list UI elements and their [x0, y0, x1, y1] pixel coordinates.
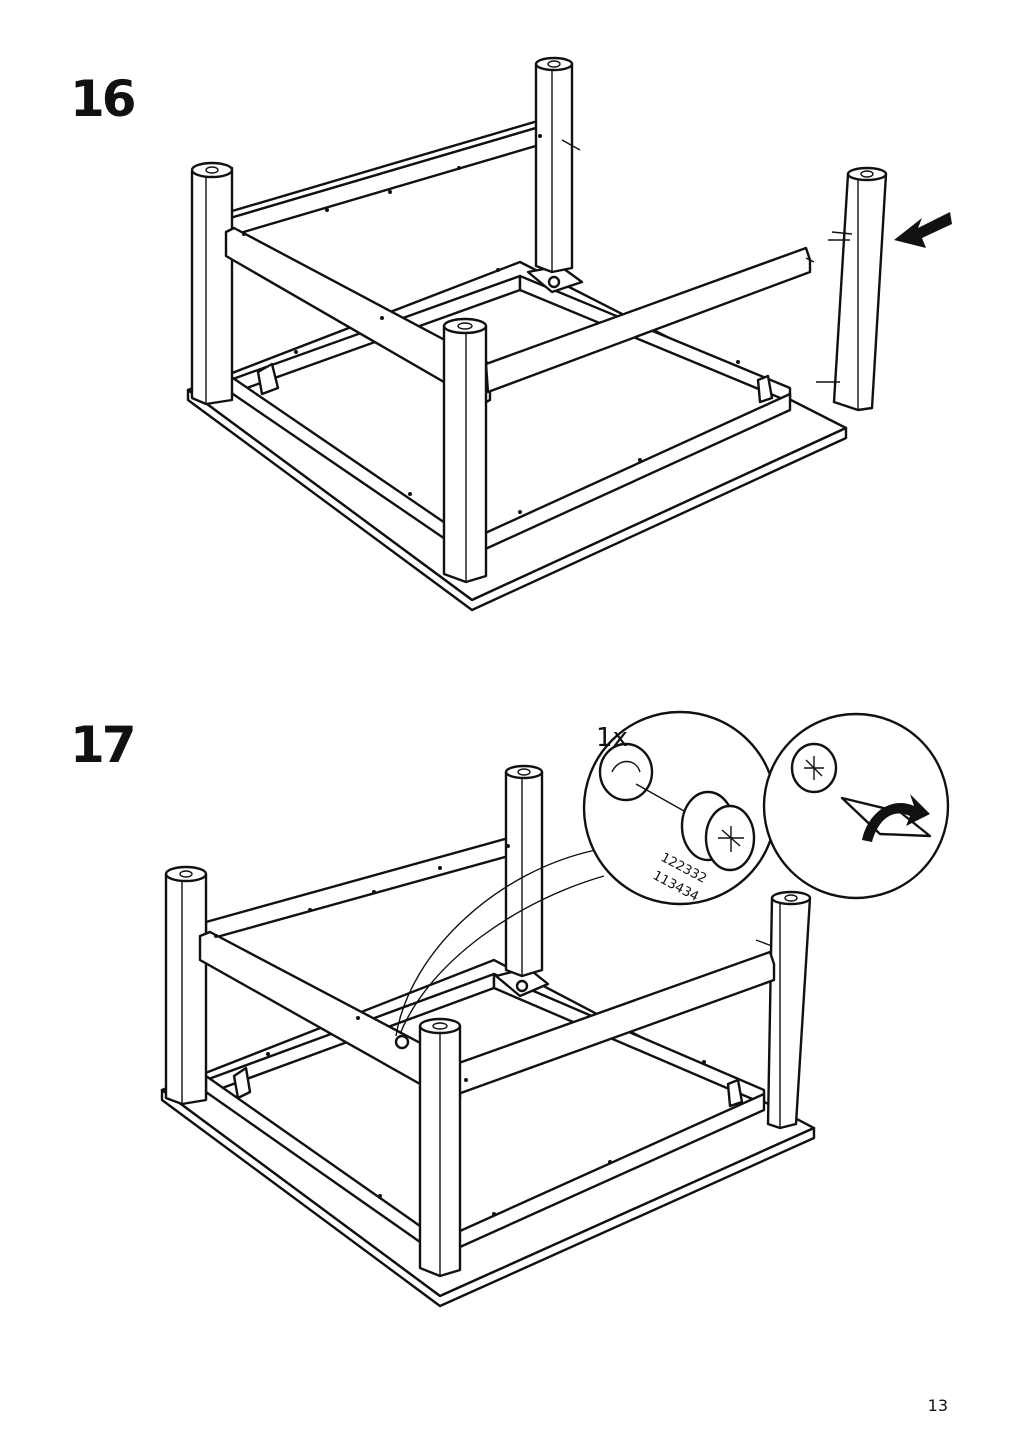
arrow-left-icon: [894, 212, 952, 248]
table-top-edge: [186, 388, 848, 612]
step-16-illustration: [186, 56, 952, 612]
leg-back-left: [190, 161, 234, 406]
step-16-number: 16: [70, 70, 137, 128]
cam-lock-icon: [680, 790, 756, 872]
leg-loose: [832, 166, 888, 412]
step-17-number: 17: [70, 716, 137, 774]
table-top-edge: [160, 1088, 816, 1308]
corner-bracket: [256, 362, 280, 396]
leg-front: [418, 1017, 462, 1278]
cam-lock-location: [394, 1034, 410, 1050]
corner-bracket: [232, 1066, 252, 1100]
upper-rail-right: [484, 246, 812, 394]
leg-back-right: [534, 56, 574, 274]
dowel: [561, 139, 581, 151]
upper-rail-back-top: [220, 116, 558, 220]
dowel: [831, 231, 853, 235]
leg-back-right: [504, 764, 544, 978]
dowel: [755, 939, 773, 947]
corner-bracket: [756, 374, 774, 404]
detail-callout-rotate-cam: [762, 712, 950, 900]
leg-back-left: [164, 865, 208, 1106]
page-number: 13: [927, 1396, 948, 1415]
detail-callout-insert-cam: 1x 122332 113434: [582, 710, 778, 906]
upper-rail-left: [224, 226, 492, 406]
upper-rail-back: [228, 120, 558, 238]
rotate-arrow-icon: [862, 794, 930, 842]
corner-bracket: [726, 1078, 744, 1108]
leg-right: [766, 890, 812, 1130]
quantity-label: 1x: [596, 723, 628, 753]
step-17-illustration: 1x 122332 113434: [160, 710, 950, 1308]
leg-front: [442, 317, 488, 584]
upper-rail-back: [204, 830, 532, 942]
